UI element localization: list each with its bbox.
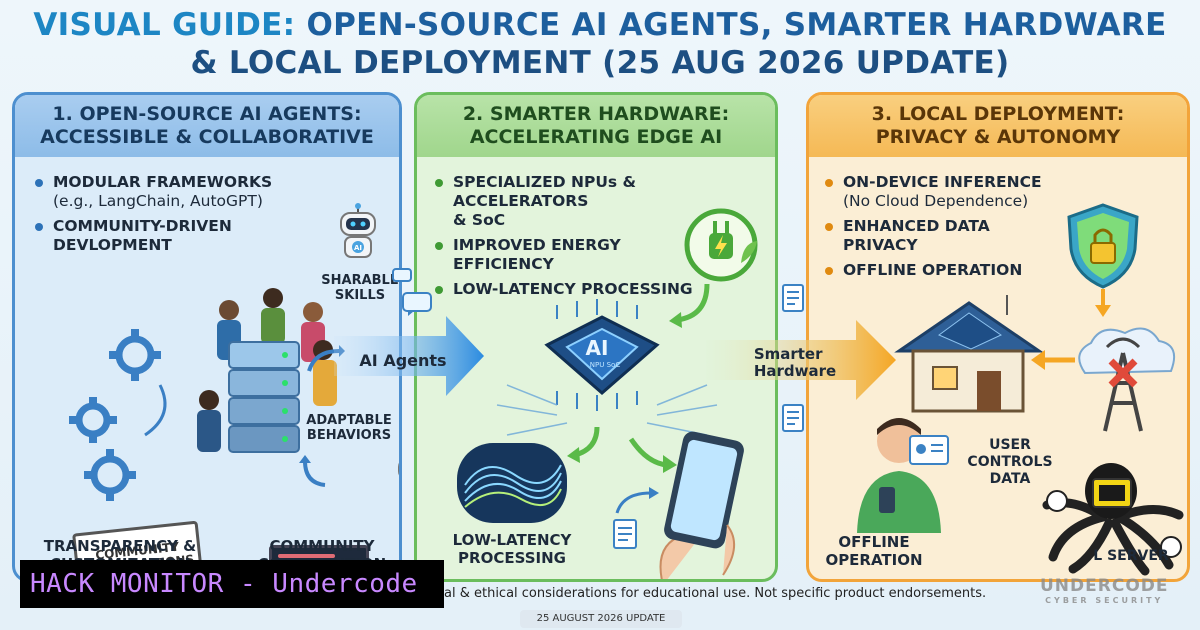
panel3-heading-line2: PRIVACY & AUTONOMY: [875, 126, 1121, 148]
panel2-bullets: SPECIALIZED NPUs & ACCELERATORS& SoC IMP…: [435, 173, 775, 305]
smartphone-icon: [659, 431, 744, 579]
person-icon: [857, 418, 941, 533]
ai-chip-icon: AI NPU SoC: [544, 299, 660, 411]
panel-smarter-hardware: 2. SMARTER HARDWARE: ACCELERATING EDGE A…: [414, 92, 778, 582]
offline-operation-label: OFFLINE OPERATION: [825, 533, 923, 569]
page-title: VISUAL GUIDE: OPEN-SOURCE AI AGENTS, SMA…: [0, 6, 1200, 82]
title-prefix: VISUAL GUIDE:: [33, 7, 307, 43]
bullet-item: SPECIALIZED NPUs & ACCELERATORS& SoC: [435, 173, 775, 230]
sharable-skills-label: SHARABLE SKILLS: [321, 273, 399, 303]
low-latency-waves-icon: [457, 443, 567, 523]
orange-arrow-icon: [1095, 289, 1111, 317]
server-label: L SERVER: [1093, 548, 1169, 564]
flow-arrow-blue: [334, 316, 484, 396]
curved-arrow-icon: [615, 487, 659, 514]
curved-arrow-icon: [299, 455, 326, 487]
energy-plug-icon: [684, 208, 758, 282]
robot-icon: [398, 462, 399, 476]
panel2-heading-line1: 2. SMARTER HARDWARE:: [462, 103, 730, 125]
panel1-heading-line2: ACCESSIBLE & COLLABORATIVE: [40, 126, 374, 148]
smarter-hardware-arrow-label: Smarter Hardware: [753, 345, 837, 380]
panel2-heading: 2. SMARTER HARDWARE: ACCELERATING EDGE A…: [417, 95, 775, 157]
document-icon: [782, 404, 804, 432]
id-card-icon: [909, 435, 949, 465]
svg-text:AI: AI: [586, 336, 609, 360]
bullet-item: MODULAR FRAMEWORKS(e.g., LangChain, Auto…: [35, 173, 272, 211]
date-badge: 25 AUGUST 2026 UPDATE: [520, 610, 682, 628]
green-arrow-icon: [567, 426, 600, 463]
low-latency-label: LOW-LATENCY PROCESSING: [452, 531, 572, 567]
title-line2: & LOCAL DEPLOYMENT (25 AUG 2026 UPDATE): [190, 45, 1010, 81]
hack-monitor-banner: HACK MONITOR - Undercode: [20, 560, 444, 608]
title-line1: OPEN-SOURCE AI AGENTS, SMARTER HARDWARE: [306, 7, 1167, 43]
bullet-item: LOW-LATENCY PROCESSING: [435, 280, 775, 299]
svg-text:NPU SoC: NPU SoC: [590, 361, 621, 369]
ai-agents-arrow-label: AI Agents: [359, 350, 447, 370]
panel3-heading: 3. LOCAL DEPLOYMENT: PRIVACY & AUTONOMY: [809, 95, 1187, 157]
panel3-heading-line1: 3. LOCAL DEPLOYMENT:: [871, 103, 1125, 125]
cell-tower-icon: [1078, 327, 1175, 432]
house-icon: [894, 295, 1044, 413]
panel1-bullets: MODULAR FRAMEWORKS(e.g., LangChain, Auto…: [35, 173, 272, 261]
adaptable-behaviors-label: ADAPTABLE BEHAVIORS: [306, 413, 392, 443]
panel1-heading-line1: 1. OPEN-SOURCE AI AGENTS:: [52, 103, 362, 125]
server-stack-icon: [197, 288, 337, 453]
chat-bubble-icon: [392, 268, 412, 282]
gears-icon: [69, 329, 167, 501]
flow-arrow-orange: [706, 320, 896, 400]
robot-icon: AI: [340, 203, 376, 258]
green-arrow-icon: [628, 437, 677, 473]
panel3-bullets: ON-DEVICE INFERENCE(No Cloud Dependence)…: [825, 173, 1042, 286]
chat-bubble-icon: [402, 292, 432, 316]
svg-text:AI: AI: [354, 244, 362, 252]
bullet-item: ON-DEVICE INFERENCE(No Cloud Dependence): [825, 173, 1042, 211]
user-controls-label: USER CONTROLS DATA: [967, 437, 1053, 487]
shield-lock-icon: [1067, 203, 1139, 289]
octopus-mascot-icon: [1042, 463, 1184, 576]
panel2-heading-line2: ACCELERATING EDGE AI: [469, 126, 723, 148]
green-arrow-icon: [669, 283, 710, 328]
bullet-item: OFFLINE OPERATION: [825, 261, 1042, 280]
footer-note: al & ethical considerations for educatio…: [444, 586, 987, 601]
document-icon: [782, 284, 804, 312]
panel1-heading: 1. OPEN-SOURCE AI AGENTS: ACCESSIBLE & C…: [15, 95, 399, 157]
orange-arrow-icon: [1031, 350, 1075, 370]
document-icon: [613, 519, 637, 549]
